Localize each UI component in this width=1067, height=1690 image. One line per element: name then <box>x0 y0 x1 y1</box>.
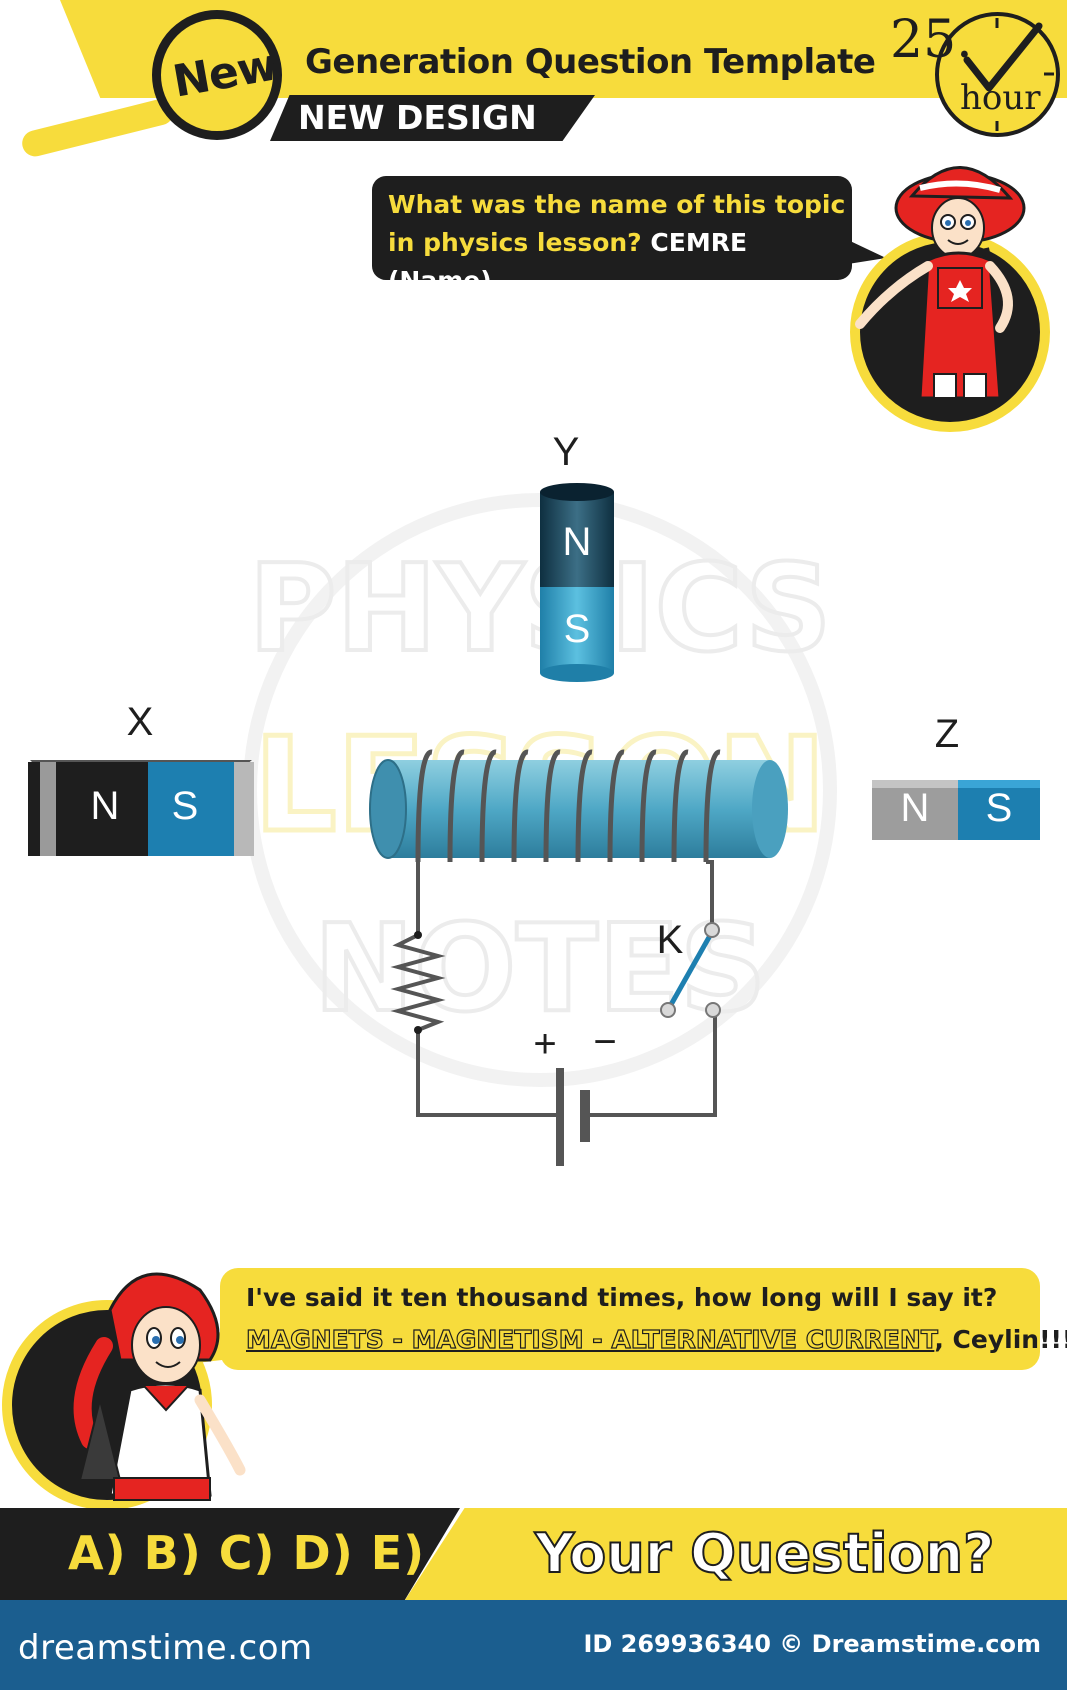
page-subtitle: NEW DESIGN <box>298 98 537 137</box>
girl-ceylin-icon <box>73 1272 246 1501</box>
clock-icon <box>935 12 1060 137</box>
footer-site-logo: dreamstime.com <box>18 1628 313 1668</box>
magnet-x-label: X <box>126 700 154 744</box>
magnet-y-south-label: S <box>563 607 591 651</box>
magnet-z-north-label: N <box>900 786 930 830</box>
switch-k <box>660 922 721 1018</box>
coil-windings <box>415 749 721 863</box>
question-bubble <box>372 176 852 280</box>
magnet-y-bottom-cap <box>540 664 614 682</box>
hour-number: 25. <box>890 10 973 70</box>
answer-bubble <box>220 1268 1040 1370</box>
question-line-1: What was the name of this topic <box>388 190 846 219</box>
hour-label: hour <box>960 78 1041 118</box>
switch-lever <box>665 930 715 1012</box>
magnet-y-north-label: N <box>562 520 592 564</box>
question-text: What was the name of this topic in physi… <box>388 186 848 300</box>
bubble-tail-top <box>848 240 886 264</box>
answer-band-yellow <box>405 1508 1067 1600</box>
magnet-y-north <box>540 492 614 587</box>
footer-bar <box>0 1600 1067 1690</box>
page-title: Generation Question Template <box>305 42 876 82</box>
answer-choices: A) B) C) D) E) <box>68 1526 426 1580</box>
magnet-y-south <box>540 587 614 673</box>
answer-line-1: I've said it ten thousand times, how lon… <box>246 1283 998 1312</box>
your-question-prompt: Your Question? <box>534 1521 995 1586</box>
magnet-x-north-label: N <box>90 784 120 828</box>
magnet-z-south <box>958 780 1040 840</box>
electromagnet-diagram <box>28 483 1040 1166</box>
question-speaker-name: CEMRE (Name) <box>388 228 748 295</box>
magnet-x <box>28 760 254 856</box>
magnet-z <box>872 780 1040 840</box>
circuit-wires <box>416 860 717 1117</box>
question-line-2-prefix: in physics lesson? <box>388 228 651 257</box>
magnet-z-south-label: S <box>985 786 1013 830</box>
answer-speaker: , Ceylin!!! <box>934 1325 1067 1354</box>
magnet-y-top-cap <box>540 483 614 501</box>
resistor-icon <box>390 933 446 1032</box>
answer-band-dark <box>0 1508 460 1600</box>
magnet-y <box>540 483 614 682</box>
magnifier-icon <box>152 10 282 140</box>
battery-icon <box>556 1068 590 1166</box>
magnet-z-label: Z <box>934 712 960 756</box>
design-band <box>270 95 595 141</box>
battery-plus-label: + <box>533 1022 557 1066</box>
footer-image-id: ID 269936340 © Dreamstime.com <box>583 1630 1041 1658</box>
battery-minus-label: − <box>593 1020 617 1064</box>
electromagnet-coil <box>369 749 788 863</box>
clock-checkmark-icon <box>963 18 1054 131</box>
girl-cemre-icon <box>855 166 1026 400</box>
answer-topic: MAGNETS - MAGNETISM - ALTERNATIVE CURREN… <box>245 1324 935 1354</box>
magnet-y-label: Y <box>552 430 580 474</box>
question-line-2: in physics lesson? CEMRE (Name) <box>388 224 848 300</box>
magnet-x-south-label: S <box>171 784 199 828</box>
switch-label: K <box>656 918 684 962</box>
magnet-z-north <box>872 780 958 840</box>
answer-line-2: MAGNETS - MAGNETISM - ALTERNATIVE CURREN… <box>245 1324 1067 1354</box>
